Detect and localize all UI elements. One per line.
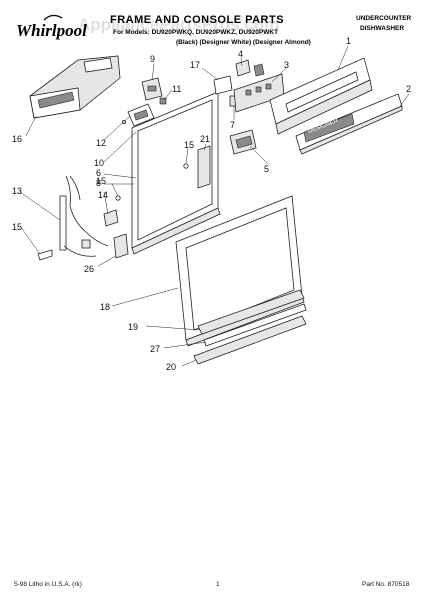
page-title: FRAME AND CONSOLE PARTS	[110, 14, 284, 26]
models-line: For Models: DU920PWKQ, DU920PWKZ, DU920P…	[113, 29, 278, 36]
part-15-screw-c	[37, 249, 53, 261]
part-26-hinge-clip	[113, 233, 129, 259]
footer-page-number: 1	[216, 581, 220, 588]
part-label-1: 1	[346, 36, 351, 46]
part-1-console-panel	[269, 57, 373, 135]
part-label-4: 4	[238, 49, 243, 59]
part-16-vent-assembly	[29, 55, 121, 119]
part-labels: 1 2 3 4 5 6 7 8 9 10 11 12 13 14 15 15 1…	[12, 36, 411, 372]
part-label-16: 16	[12, 134, 22, 144]
logo-swoosh-icon	[43, 14, 63, 21]
part-label-6: 6	[96, 168, 101, 178]
part-label-14: 14	[98, 190, 108, 200]
part-4-latch-clip	[235, 59, 265, 77]
part-label-2: 2	[406, 84, 411, 94]
brand-logo-text: Whirlpool	[16, 21, 87, 40]
part-label-18: 18	[100, 302, 110, 312]
part-13-wire-harness	[59, 175, 109, 257]
part-label-20: 20	[166, 362, 176, 372]
part-label-11: 11	[172, 84, 181, 94]
part-5-switch-module	[229, 129, 257, 155]
part-label-12: 12	[96, 138, 106, 148]
part-2-console-trim: DESIGNER	[295, 93, 403, 155]
watermark: AppliancePartsPros.com	[78, 15, 279, 34]
part-label-8: 8	[96, 178, 101, 188]
part-label-13: 13	[12, 186, 22, 196]
part-14-connector	[103, 209, 119, 227]
part-label-27: 27	[150, 344, 160, 354]
part-label-26: 26	[84, 264, 94, 274]
part-12-strike	[122, 103, 155, 127]
category-line-1: UNDERCOUNTER	[356, 15, 412, 22]
part-27-trim-seal	[203, 303, 307, 347]
colors-line: (Black) (Designer White) (Designer Almon…	[176, 39, 311, 46]
part-label-15-c: 15	[12, 222, 22, 232]
part-11-clip	[159, 97, 167, 105]
part-17-console-bracket	[213, 75, 233, 95]
part-label-5: 5	[264, 164, 269, 174]
part-label-10: 10	[94, 158, 104, 168]
part-label-15-b: 15	[184, 140, 194, 150]
part-label-19: 19	[128, 322, 138, 332]
part-label-3: 3	[284, 60, 289, 70]
part-label-15-a: 15	[96, 176, 106, 186]
leader-lines	[19, 45, 410, 367]
part-20-kick-plate	[193, 315, 307, 365]
part-label-21: 21	[200, 134, 210, 144]
part-label-17: 17	[190, 60, 200, 70]
part-label-9: 9	[150, 54, 155, 64]
category-line-2: DISHWASHER	[360, 25, 404, 32]
part-15-screw-b	[183, 163, 189, 169]
part-label-7: 7	[230, 120, 235, 130]
footer-part-number: Part No. 870518	[362, 581, 410, 588]
brand-logo: Whirlpool	[16, 14, 87, 40]
part-9-latch	[141, 77, 163, 101]
part-15-screw-a	[115, 195, 121, 201]
part-10-inner-door-frame	[131, 91, 221, 255]
footer-litho: 5-98 Litho in U.S.A. (rk)	[14, 581, 82, 588]
part-19-bottom-trim	[197, 289, 305, 335]
part-21-bracket	[197, 145, 211, 189]
